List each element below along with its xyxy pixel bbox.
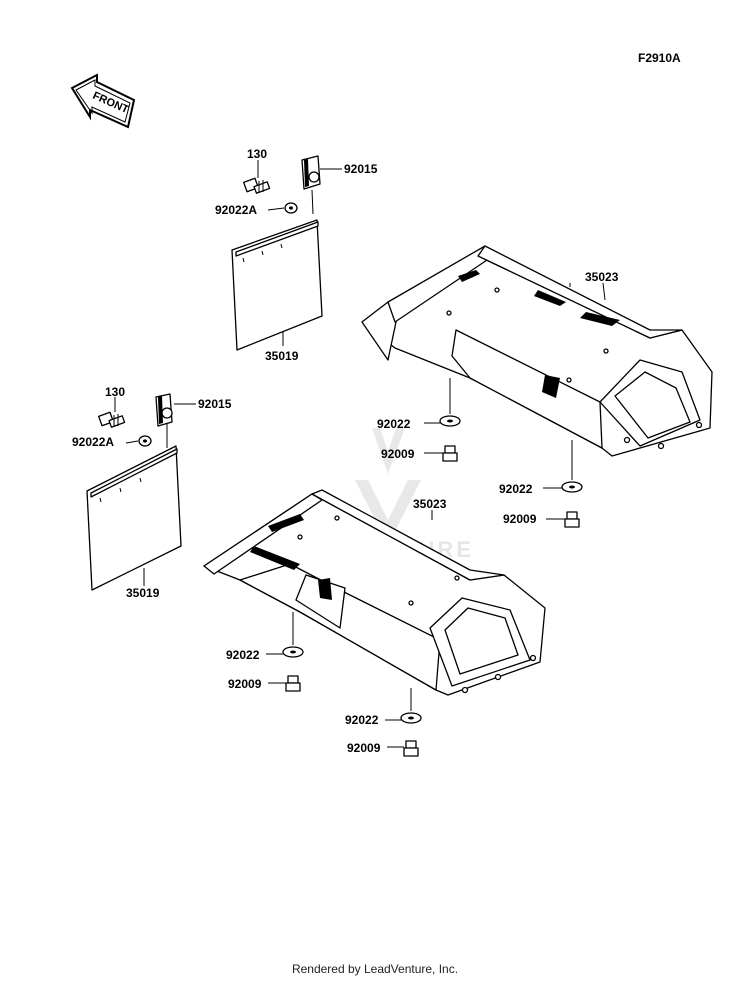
mud-flap-upper bbox=[231, 219, 323, 351]
rear-fender-right bbox=[361, 245, 713, 457]
washer-icon bbox=[138, 435, 152, 447]
label-92022-l1: 92022 bbox=[226, 648, 260, 662]
diagram-code: F2910A bbox=[638, 51, 681, 65]
bolt-icon bbox=[403, 740, 419, 757]
bolt-icon bbox=[98, 411, 126, 428]
part-labels: 130 92015 92022A 35019 130 92015 92022A … bbox=[72, 147, 619, 755]
bolt-icon bbox=[442, 445, 458, 462]
label-130-upper: 130 bbox=[247, 147, 267, 161]
front-arrow-icon: FRONT bbox=[70, 73, 136, 129]
label-92022-l2: 92022 bbox=[345, 713, 379, 727]
bolt-icon bbox=[564, 511, 580, 528]
left-fender-hardware bbox=[266, 510, 433, 757]
mud-flap-lower bbox=[86, 445, 182, 591]
rear-fender-left bbox=[203, 489, 546, 696]
label-92009-r1: 92009 bbox=[381, 447, 415, 461]
label-35023-left: 35023 bbox=[413, 497, 447, 511]
label-92022A-upper: 92022A bbox=[215, 203, 257, 217]
label-92022A-lower: 92022A bbox=[72, 435, 114, 449]
label-92009-r2: 92009 bbox=[503, 512, 537, 526]
bolt-icon bbox=[243, 177, 271, 194]
label-130-lower: 130 bbox=[105, 385, 125, 399]
label-35019-lower: 35019 bbox=[126, 586, 160, 600]
label-92022-r1: 92022 bbox=[377, 417, 411, 431]
clip-nut-icon bbox=[155, 393, 173, 427]
label-92015-lower: 92015 bbox=[198, 397, 232, 411]
upper-mudflap-assembly bbox=[231, 155, 342, 351]
label-92022-r2: 92022 bbox=[499, 482, 533, 496]
label-92015-upper: 92015 bbox=[344, 162, 378, 176]
label-35023-right: 35023 bbox=[585, 270, 619, 284]
right-fender-hardware bbox=[424, 282, 606, 528]
footer-credit: Rendered by LeadVenture, Inc. bbox=[291, 962, 459, 976]
label-35019-upper: 35019 bbox=[265, 349, 299, 363]
lower-mudflap-assembly bbox=[86, 393, 196, 591]
washer-icon bbox=[284, 202, 298, 214]
bolt-icon bbox=[285, 675, 301, 692]
label-92009-l1: 92009 bbox=[228, 677, 262, 691]
clip-nut-icon bbox=[301, 155, 321, 190]
label-92009-l2: 92009 bbox=[347, 741, 381, 755]
